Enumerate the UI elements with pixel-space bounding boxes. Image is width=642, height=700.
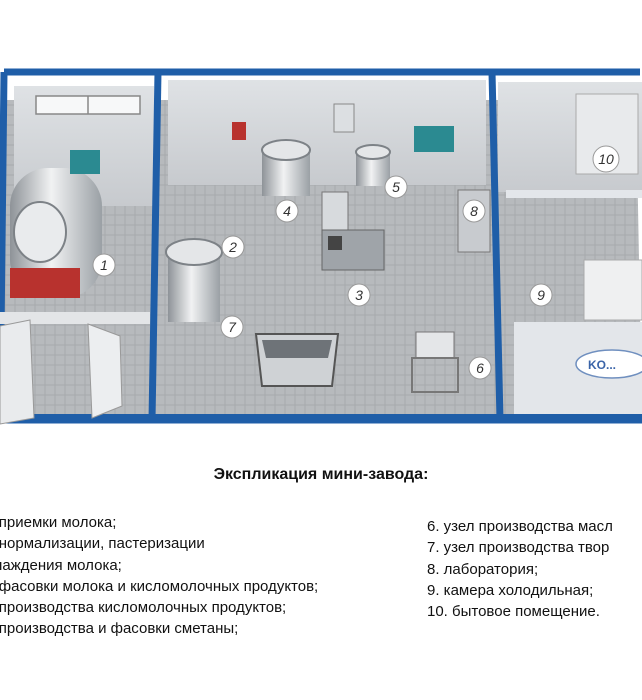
open-door	[87, 323, 123, 419]
svg-text:7: 7	[228, 319, 237, 335]
marker-10: 10	[592, 145, 620, 173]
company-logo-text: KO...	[588, 358, 616, 372]
marker-3: 3	[347, 283, 371, 307]
legend-title: Экспликация мини-завода:	[213, 466, 429, 483]
marker-8: 8	[462, 199, 486, 223]
company-logo	[575, 349, 642, 379]
milk-cooling-tank	[10, 150, 102, 298]
svg-text:9: 9	[537, 287, 545, 303]
marker-7: 7	[220, 315, 244, 339]
left-partition-wall	[0, 312, 150, 324]
marker-4: 4	[275, 199, 299, 223]
fermentation-tank	[232, 103, 355, 196]
pasteurization-vat	[165, 238, 223, 322]
svg-text:5: 5	[392, 179, 400, 195]
legend-list-right: 6. узел производства масл 7. узел произв…	[427, 516, 613, 622]
legend-item: 7. узел производства твор	[427, 539, 610, 557]
marker-1: 1	[92, 253, 116, 277]
legend-item: охлаждения молока;	[0, 556, 122, 574]
cold-room-block	[583, 259, 642, 321]
svg-text:10: 10	[598, 151, 614, 167]
legend-item: 10. бытовое помещение.	[427, 603, 600, 621]
filling-machine	[321, 191, 385, 271]
legend-item: ел производства и фасовки сметаны;	[0, 620, 239, 638]
svg-text:4: 4	[283, 203, 291, 219]
legend-item: ел нормализации, пастеризации	[0, 535, 205, 553]
marker-5: 5	[384, 175, 408, 199]
svg-text:6: 6	[476, 360, 484, 376]
butter-tank	[355, 126, 454, 186]
curd-press	[411, 331, 459, 393]
legend-item: ел производства кисломолочных продуктов;	[0, 599, 287, 617]
door	[0, 319, 35, 425]
marker-9: 9	[529, 283, 553, 307]
factory-floor-plan: KO... 1 2 3 4 5 6 7 8 9 10	[0, 68, 642, 425]
legend-list-left: ел приемки молока; ел нормализации, паст…	[0, 512, 318, 640]
legend-item: 6. узел производства масл	[427, 518, 613, 535]
legend-item: ел приемки молока;	[0, 514, 117, 531]
right-partition	[506, 190, 642, 198]
marker-2: 2	[221, 235, 245, 259]
legend-item: 8. лаборатория;	[427, 560, 539, 578]
curd-bath	[254, 333, 340, 387]
svg-text:1: 1	[100, 257, 108, 273]
container-frame-bottom	[0, 414, 642, 422]
svg-text:3: 3	[355, 287, 363, 303]
window	[35, 95, 141, 115]
legend-item: ел фасовки молока и кисломолочных продук…	[0, 577, 319, 595]
svg-text:2: 2	[228, 239, 237, 255]
legend-item: 9. камера холодильная;	[427, 581, 594, 599]
marker-6: 6	[468, 356, 492, 380]
svg-text:8: 8	[470, 203, 478, 219]
